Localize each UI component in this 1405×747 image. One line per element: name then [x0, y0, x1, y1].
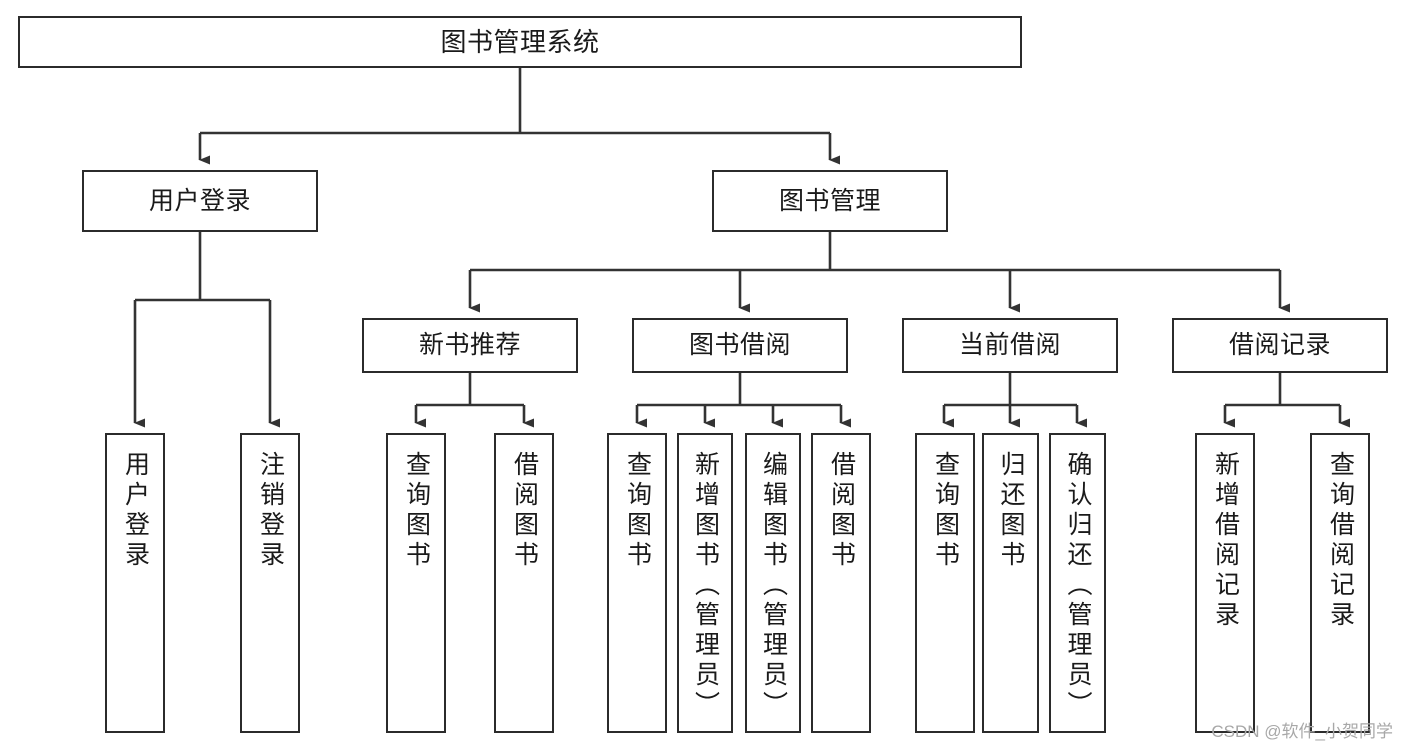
node-leaf-query-book-2[interactable]: 查询图书 — [607, 433, 667, 733]
node-leaf-borrow-book-2[interactable]: 借阅图书 — [811, 433, 871, 733]
node-leaf-query-book-1[interactable]: 查询图书 — [386, 433, 446, 733]
node-user-login[interactable]: 用户登录 — [82, 170, 318, 232]
node-leaf-confirm-return[interactable]: 确认归还（管理员） — [1049, 433, 1106, 733]
node-leaf-borrow-book-1-label: 借阅图书 — [510, 451, 539, 571]
node-leaf-borrow-book-1[interactable]: 借阅图书 — [494, 433, 554, 733]
node-leaf-user-login-label: 用户登录 — [121, 451, 150, 571]
node-leaf-add-borrow-record-label: 新增借阅记录 — [1211, 451, 1240, 631]
node-leaf-query-borrow-record-label: 查询借阅记录 — [1326, 451, 1355, 631]
node-user-login-label: 用户登录 — [148, 186, 251, 215]
node-leaf-query-book-3-label: 查询图书 — [931, 451, 960, 571]
node-leaf-edit-book[interactable]: 编辑图书（管理员） — [745, 433, 801, 733]
node-leaf-query-book-3[interactable]: 查询图书 — [915, 433, 975, 733]
node-leaf-user-login[interactable]: 用户登录 — [105, 433, 165, 733]
node-borrow-record-label: 借阅记录 — [1228, 331, 1331, 359]
node-current-borrow[interactable]: 当前借阅 — [902, 318, 1118, 373]
node-new-book-recommend-label: 新书推荐 — [418, 331, 521, 359]
node-borrow-record[interactable]: 借阅记录 — [1172, 318, 1388, 373]
node-book-management-label: 图书管理 — [778, 186, 881, 215]
node-root-label: 图书管理系统 — [440, 27, 600, 57]
node-root[interactable]: 图书管理系统 — [18, 16, 1022, 68]
node-leaf-add-book[interactable]: 新增图书（管理员） — [677, 433, 733, 733]
node-leaf-return-book[interactable]: 归还图书 — [982, 433, 1039, 733]
node-leaf-query-borrow-record[interactable]: 查询借阅记录 — [1310, 433, 1370, 733]
node-leaf-query-book-2-label: 查询图书 — [623, 451, 652, 571]
node-current-borrow-label: 当前借阅 — [958, 331, 1061, 359]
node-leaf-add-book-label: 新增图书（管理员） — [691, 451, 720, 721]
node-leaf-query-book-1-label: 查询图书 — [402, 451, 431, 571]
watermark-text: CSDN @软件_小贺同学 — [1211, 722, 1393, 741]
node-leaf-borrow-book-2-label: 借阅图书 — [827, 451, 856, 571]
node-book-management[interactable]: 图书管理 — [712, 170, 948, 232]
node-leaf-confirm-return-label: 确认归还（管理员） — [1064, 451, 1092, 721]
node-leaf-edit-book-label: 编辑图书（管理员） — [759, 451, 788, 721]
node-leaf-return-book-label: 归还图书 — [997, 451, 1025, 571]
node-book-borrow-label: 图书借阅 — [688, 331, 791, 359]
node-book-borrow[interactable]: 图书借阅 — [632, 318, 848, 373]
node-new-book-recommend[interactable]: 新书推荐 — [362, 318, 578, 373]
node-leaf-user-logout[interactable]: 注销登录 — [240, 433, 300, 733]
node-leaf-add-borrow-record[interactable]: 新增借阅记录 — [1195, 433, 1255, 733]
node-leaf-user-logout-label: 注销登录 — [256, 451, 285, 571]
